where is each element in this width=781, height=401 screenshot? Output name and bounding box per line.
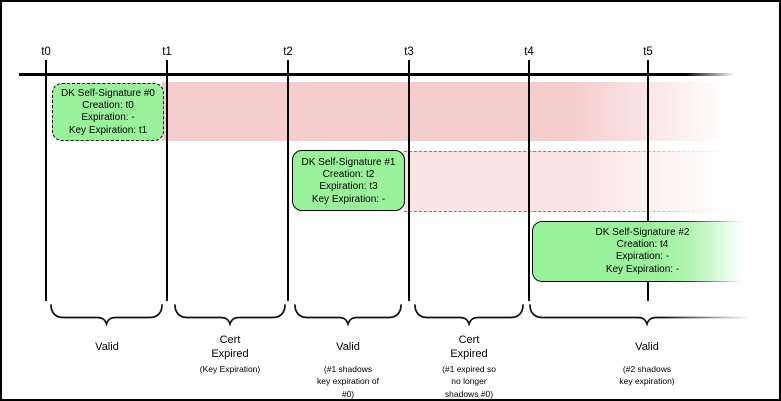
segment-brace-1 xyxy=(174,304,286,327)
signature-creation: Creation: t0 xyxy=(82,100,134,112)
shadowed-expiration-band-sig1 xyxy=(404,151,735,212)
segment-1: Cert Expired (Key Expiration) xyxy=(175,332,285,375)
segment-0: Valid xyxy=(52,332,162,363)
signature-box-2 xyxy=(532,221,767,282)
signature-creation: Creation: t2 xyxy=(322,169,375,181)
tick-label-t1: t1 xyxy=(162,46,172,58)
signature-key-expiration: Key Expiration: - xyxy=(311,193,386,205)
signature-expiration: Expiration: - xyxy=(615,251,670,263)
tick-label-t2: t2 xyxy=(283,46,293,58)
signature-title: DK Self-Signature #0 xyxy=(61,88,155,99)
segment-label: Valid xyxy=(95,340,119,353)
tick-line-t4 xyxy=(528,60,530,301)
expired-validity-band-sig0 xyxy=(162,82,734,141)
segment-label: Cert Expired xyxy=(211,333,249,361)
segment-brace-0 xyxy=(50,304,163,327)
signature-expiration: Expiration: - xyxy=(81,112,135,124)
tick-line-t1 xyxy=(166,60,168,301)
segment-note: (Key Expiration) xyxy=(199,364,261,374)
segment-note: (#1 expired so no longer shadows #0) xyxy=(442,364,496,399)
tick-line-t3 xyxy=(408,60,410,301)
signature-expiration: Expiration: t3 xyxy=(319,181,378,193)
timeline-axis-line xyxy=(19,73,735,76)
segment-label: Cert Expired xyxy=(450,333,488,361)
segment-label: Valid xyxy=(336,340,360,353)
segment-2: Valid (#1 shadows key expiration of #0) xyxy=(293,332,403,399)
segment-4: Valid (#2 shadows key expiration) xyxy=(592,332,702,388)
tick-label-t4: t4 xyxy=(524,46,534,58)
segment-label: Valid xyxy=(635,340,659,353)
tick-line-t0 xyxy=(45,60,47,301)
signature-creation: Creation: t4 xyxy=(616,239,669,251)
signature-key-expiration: Key Expiration: t1 xyxy=(68,124,148,136)
tick-label-t5: t5 xyxy=(643,46,653,58)
segment-brace-4 xyxy=(529,304,765,327)
tick-line-t2 xyxy=(287,60,289,301)
tick-line-t5 xyxy=(647,60,649,301)
segment-brace-2 xyxy=(294,304,402,327)
segment-note: (#2 shadows key expiration) xyxy=(619,364,675,387)
segment-note: (#1 shadows key expiration of #0) xyxy=(317,364,379,399)
tick-label-t3: t3 xyxy=(404,46,414,58)
signature-box-0: DK Self-Signature #0 Creation: t0 Expira… xyxy=(52,83,164,141)
segment-brace-3 xyxy=(414,304,524,327)
signature-box-2-text: DK Self-Signature #2 Creation: t4 Expira… xyxy=(535,221,750,282)
signature-title: DK Self-Signature #1 xyxy=(301,157,396,168)
signature-key-expiration: Key Expiration: - xyxy=(605,263,680,275)
signature-title: DK Self-Signature #2 xyxy=(595,227,690,238)
segment-3: Cert Expired (#1 expired so no longer sh… xyxy=(414,332,524,399)
signature-box-1: DK Self-Signature #1 Creation: t2 Expira… xyxy=(292,150,405,211)
tick-label-t0: t0 xyxy=(41,46,51,58)
